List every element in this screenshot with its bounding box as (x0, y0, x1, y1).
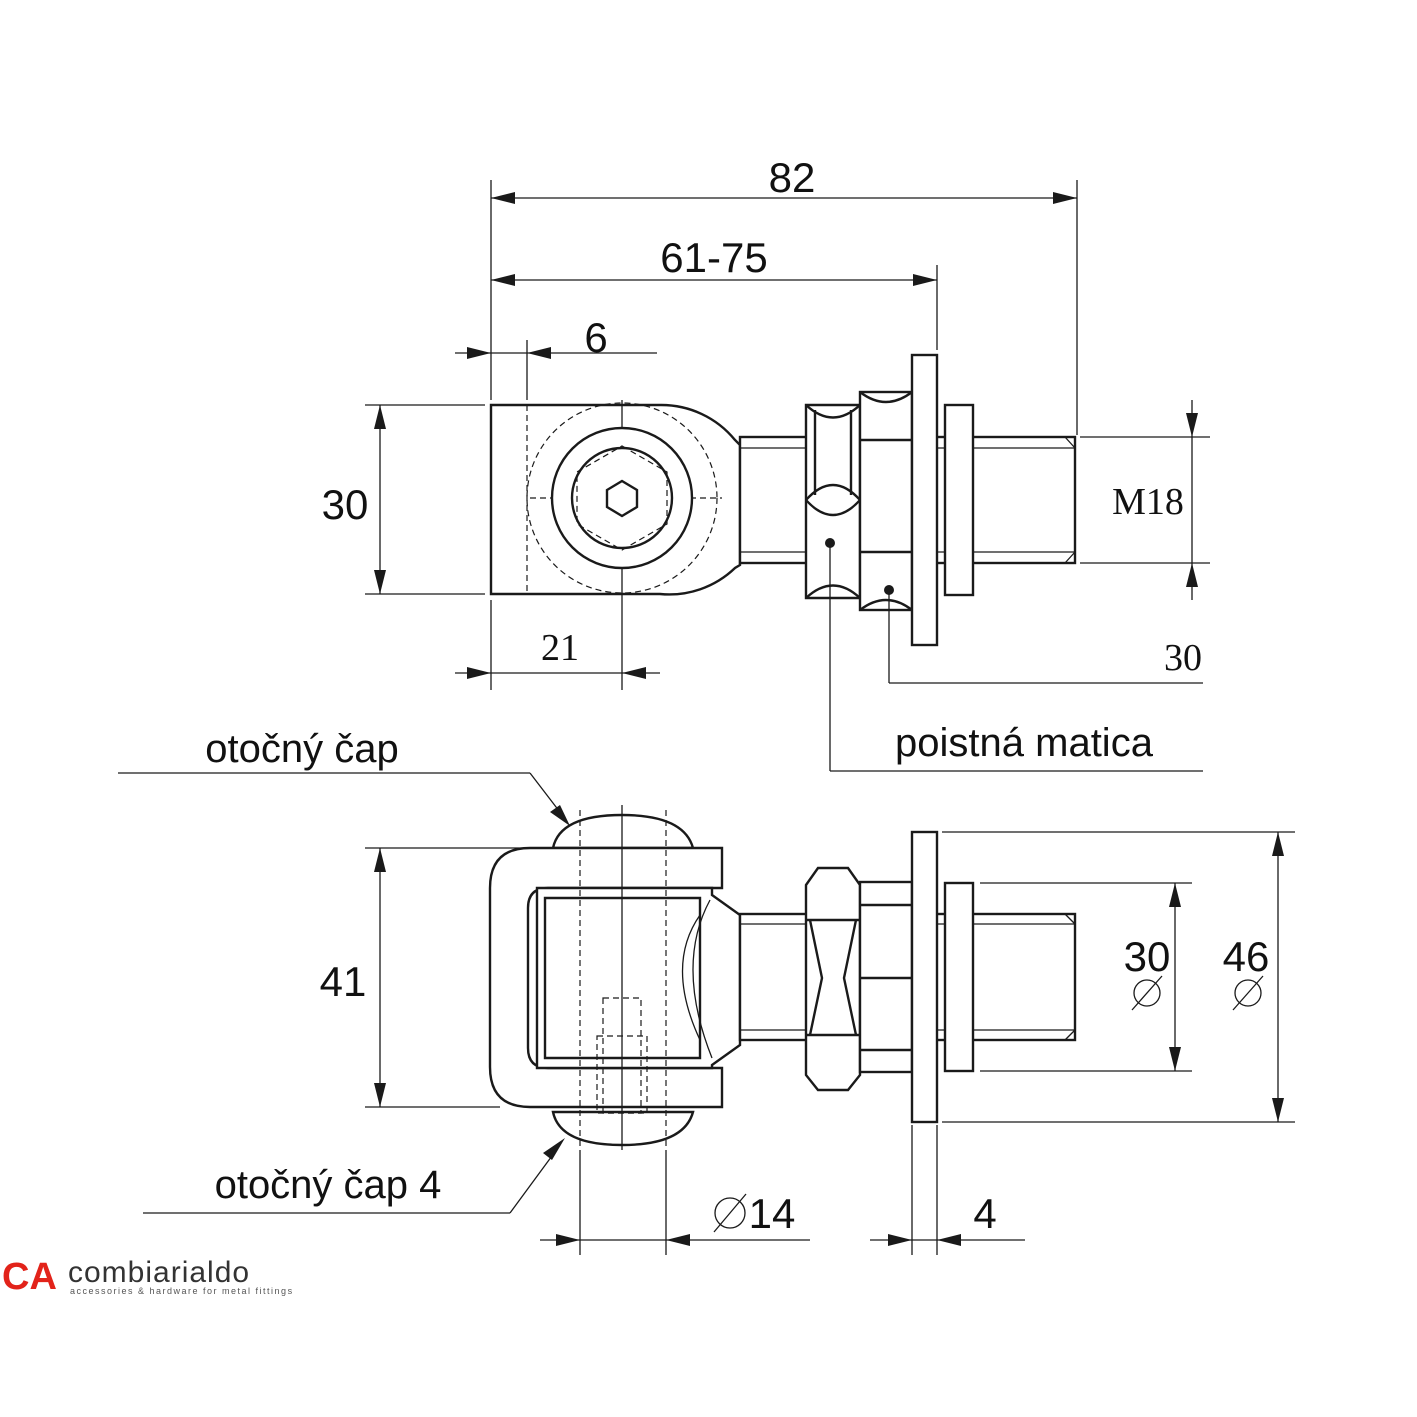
large-washer-bottom (910, 830, 939, 1124)
dim-yoke-height: 41 (320, 958, 367, 1005)
brand-mark: CA (2, 1256, 57, 1298)
dim-overall-length: 82 (769, 154, 816, 201)
main-nut (858, 390, 914, 612)
dim-pin-dia: 14 (749, 1190, 796, 1237)
diameter-icon (713, 1193, 747, 1233)
bottom-view (488, 805, 1077, 1150)
small-washer (943, 403, 975, 597)
large-washer (910, 353, 939, 647)
dim-nut-size: 30 (1164, 637, 1202, 679)
yoke-bracket (488, 846, 724, 1109)
label-pivot-pin-bottom: otočný čap 4 (215, 1163, 442, 1207)
main-nut-bottom (858, 880, 914, 1074)
small-washer-bottom (943, 881, 975, 1073)
lock-nut (804, 403, 862, 600)
label-pivot-pin-top: otočný čap (205, 727, 398, 771)
dim-washer-thickness: 4 (973, 1190, 996, 1237)
diameter-icon (1232, 975, 1264, 1011)
dim-eye-offset: 6 (584, 314, 607, 361)
brand-name: combiarialdo (68, 1256, 250, 1289)
dim-washer-small-dia: 30 (1124, 933, 1171, 980)
hinge-knuckle (535, 886, 742, 1070)
hex-socket (605, 479, 639, 518)
dim-eye-height: 30 (322, 481, 369, 528)
pivot-pin-bottom-head (551, 1110, 695, 1147)
dim-adjust-range: 61-75 (660, 234, 767, 281)
label-lock-nut: poistná matica (895, 721, 1154, 765)
bottom-dimensions: 41 30 46 14 (118, 727, 1295, 1255)
dim-washer-large-dia: 46 (1223, 933, 1270, 980)
dim-thread: M18 (1112, 481, 1184, 523)
pivot-pin-top-head (551, 813, 695, 850)
top-dimensions: 82 61-75 6 30 21 M18 30 (322, 154, 1210, 772)
dim-pivot-offset: 21 (541, 627, 579, 669)
top-view (489, 353, 1077, 690)
brand-logo: CA combiarialdo accessories & hardware f… (2, 1256, 294, 1298)
lock-nut-bottom (804, 866, 862, 1092)
diameter-icon (1131, 975, 1163, 1011)
brand-tagline: accessories & hardware for metal fitting… (70, 1286, 294, 1296)
